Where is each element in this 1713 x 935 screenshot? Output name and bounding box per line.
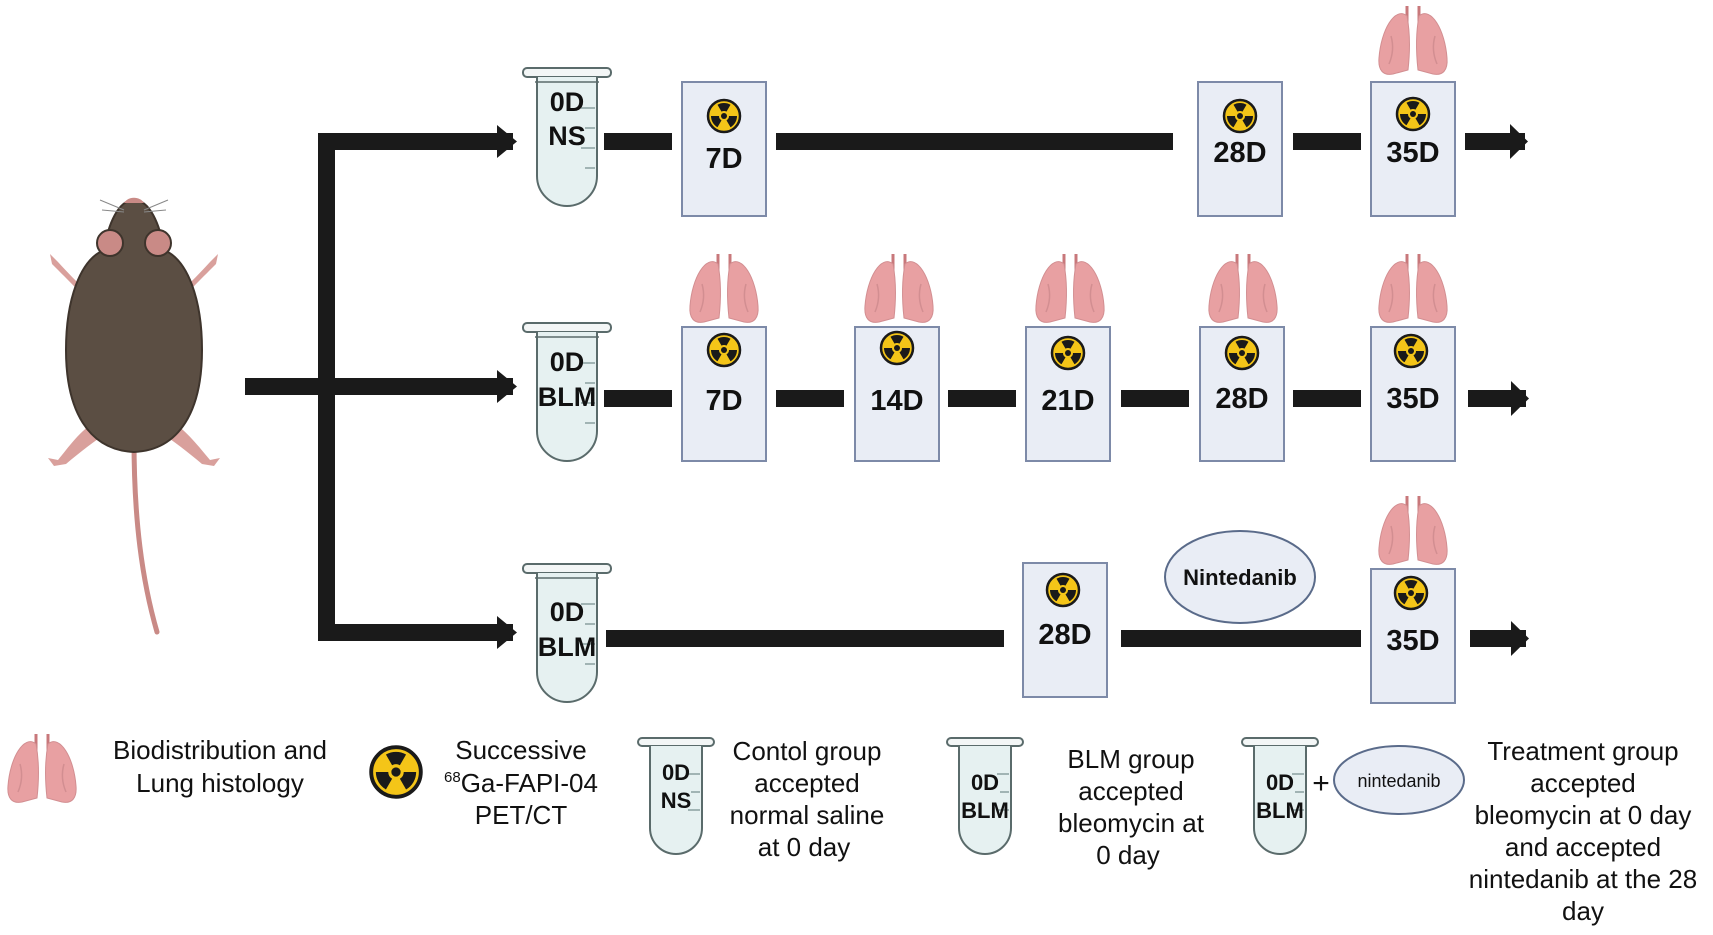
legend-blm: 0D BLM BLM group accepted bleomycin at 0… bbox=[946, 737, 1205, 870]
timepoint-box-35d: 35D bbox=[1370, 326, 1456, 462]
timepoint-label: 21D bbox=[1041, 385, 1094, 417]
timepoint-box-35d: 35D bbox=[1370, 568, 1456, 704]
timepoint-label: 35D bbox=[1386, 625, 1439, 657]
legend-lung-line1: Biodistribution and bbox=[113, 735, 327, 765]
legend-treatment-line5: nintedanib at the 28 bbox=[1469, 864, 1697, 894]
sample-tube-treatment: 0D BLM bbox=[522, 563, 612, 703]
timepoint-box-28d: 28D bbox=[1199, 326, 1285, 462]
tube-group-label: NS bbox=[548, 121, 586, 151]
timepoint-box-28d: 28D bbox=[1022, 562, 1108, 698]
legend-lung-line2: Lung histology bbox=[136, 768, 304, 798]
timepoint-box-14d: 14D bbox=[854, 326, 940, 462]
row-ns-group: 0D NS 7D 28D 35D bbox=[522, 4, 1528, 217]
timepoint-box-7d: 7D bbox=[681, 326, 767, 462]
lung-icon bbox=[1377, 252, 1449, 324]
lung-icon bbox=[1207, 252, 1279, 324]
lung-icon bbox=[863, 252, 935, 324]
timepoint-label: 7D bbox=[705, 143, 742, 175]
row-blm-group: 0D BLM 7D 14D 21D 28D bbox=[522, 252, 1529, 462]
sample-tube-ns: 0D NS bbox=[522, 67, 612, 207]
legend-plus-sign: + bbox=[1312, 767, 1330, 800]
radiation-icon bbox=[706, 97, 742, 134]
legend-treatment: 0D BLM + nintedanib Treatment group acce… bbox=[1241, 736, 1697, 926]
radiation-icon bbox=[1393, 574, 1429, 611]
timepoint-label: 7D bbox=[705, 385, 742, 417]
lung-icon bbox=[688, 252, 760, 324]
tube-group-label: BLM bbox=[538, 382, 596, 412]
timepoint-box-35d: 35D bbox=[1370, 81, 1456, 217]
timepoint-label: 35D bbox=[1386, 137, 1439, 169]
timeline-segment bbox=[604, 381, 1529, 416]
legend: Biodistribution and Lung histology Succe… bbox=[6, 732, 1697, 926]
lung-icon bbox=[1377, 4, 1449, 76]
legend-treatment-line3: bleomycin at 0 day bbox=[1475, 800, 1692, 830]
legend-drug-label: nintedanib bbox=[1357, 771, 1440, 791]
radiation-icon bbox=[1224, 334, 1260, 371]
timeline-segment bbox=[604, 124, 1528, 159]
timepoint-label: 28D bbox=[1215, 383, 1268, 415]
radiation-icon bbox=[1045, 571, 1081, 608]
timepoint-label: 28D bbox=[1038, 619, 1091, 651]
timepoint-box-28d: 28D bbox=[1197, 81, 1283, 217]
legend-pet: Successive 68Ga-FAPI-04 PET/CT bbox=[368, 735, 598, 830]
tube-day-label: 0D bbox=[550, 597, 585, 627]
radiation-icon bbox=[1050, 334, 1086, 371]
tube-day-label: 0D bbox=[662, 760, 690, 785]
nintedanib-ellipse bbox=[1333, 745, 1465, 815]
timepoint-label: 14D bbox=[870, 385, 923, 417]
legend-control-line3: normal saline bbox=[730, 800, 885, 830]
mouse-icon bbox=[48, 197, 220, 635]
legend-control-line4: at 0 day bbox=[758, 832, 851, 862]
radiation-icon bbox=[1393, 332, 1429, 369]
legend-blm-line4: 0 day bbox=[1096, 840, 1160, 870]
legend-treatment-line1: Treatment group bbox=[1487, 736, 1678, 766]
timepoint-label: 35D bbox=[1386, 383, 1439, 415]
branch-connector bbox=[245, 125, 517, 649]
tube-group-label: BLM bbox=[1256, 798, 1304, 823]
radiation-icon bbox=[706, 331, 742, 368]
tube-group-label: BLM bbox=[961, 798, 1009, 823]
tube-day-label: 0D bbox=[1266, 770, 1294, 795]
legend-blm-line2: accepted bbox=[1078, 776, 1184, 806]
row-treatment-group: 0D BLM 28D Nintedanib 35D bbox=[522, 494, 1529, 704]
lung-icon bbox=[6, 732, 78, 804]
sample-tube-blm: 0D BLM bbox=[522, 322, 612, 462]
lung-icon bbox=[1377, 494, 1449, 566]
legend-control: 0D NS Contol group accepted normal salin… bbox=[637, 736, 885, 862]
tube-day-label: 0D bbox=[971, 770, 999, 795]
legend-treatment-line6: day bbox=[1562, 896, 1604, 926]
timeline-segment bbox=[606, 621, 1529, 656]
nintedanib-ellipse: Nintedanib bbox=[1164, 530, 1316, 624]
legend-lung: Biodistribution and Lung histology bbox=[6, 732, 327, 804]
tube-day-label: 0D bbox=[550, 347, 585, 377]
radiation-icon bbox=[368, 743, 423, 799]
radiation-icon bbox=[879, 329, 915, 366]
legend-pet-line1: Successive bbox=[455, 735, 587, 765]
tube-group-label: BLM bbox=[538, 632, 596, 662]
legend-blm-line1: BLM group bbox=[1067, 744, 1194, 774]
tube-group-label: NS bbox=[661, 788, 692, 813]
radiation-icon bbox=[1222, 97, 1258, 134]
legend-control-line1: Contol group bbox=[733, 736, 882, 766]
lung-icon bbox=[1034, 252, 1106, 324]
legend-blm-line3: bleomycin at bbox=[1058, 808, 1205, 838]
drug-label: Nintedanib bbox=[1183, 565, 1297, 590]
legend-treatment-line4: and accepted bbox=[1505, 832, 1661, 862]
legend-control-line2: accepted bbox=[754, 768, 860, 798]
legend-pet-line2: 68Ga-FAPI-04 bbox=[444, 768, 598, 798]
legend-pet-line3: PET/CT bbox=[475, 800, 568, 830]
legend-treatment-line2: accepted bbox=[1530, 768, 1636, 798]
tube-day-label: 0D bbox=[550, 87, 585, 117]
timepoint-label: 28D bbox=[1213, 137, 1266, 169]
timepoint-box-7d: 7D bbox=[681, 81, 767, 217]
radiation-icon bbox=[1395, 95, 1431, 132]
timepoint-box-21d: 21D bbox=[1025, 326, 1111, 462]
